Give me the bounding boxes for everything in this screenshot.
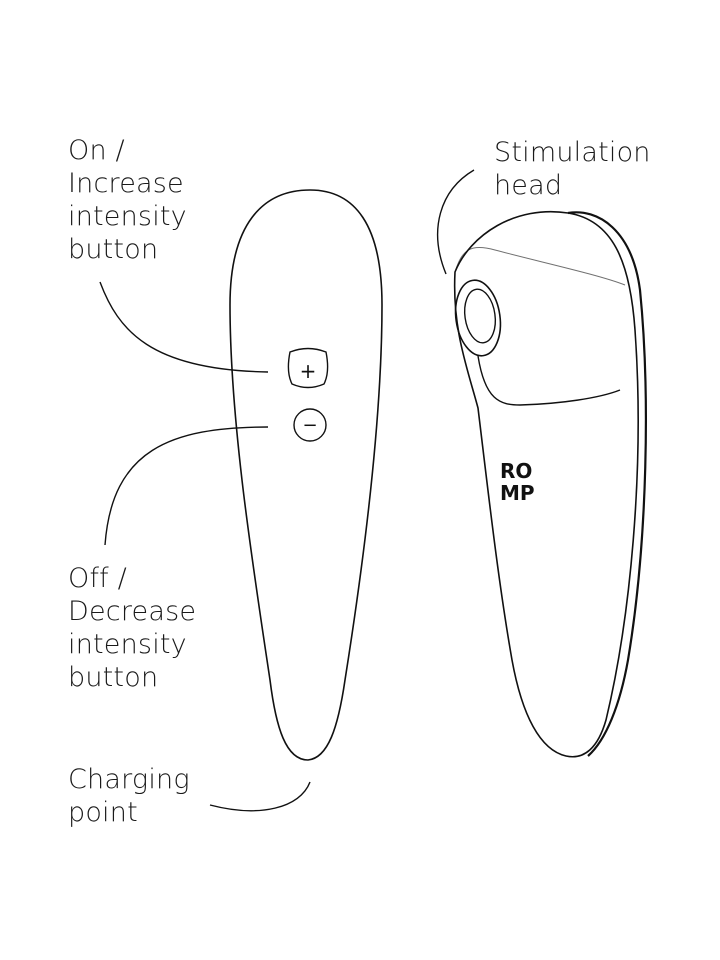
label-line: Charging: [68, 764, 190, 795]
label-line: button: [68, 234, 159, 265]
label-line: button: [68, 662, 159, 693]
leader-line-increase: [99, 281, 269, 373]
label-line: intensity: [68, 201, 187, 232]
head-shoulder-line: [477, 355, 621, 406]
brand-logo-line2: MP: [500, 481, 535, 505]
brand-logo-line1: RO: [500, 459, 532, 483]
head-contour: [454, 246, 626, 286]
device-side-body: [453, 211, 639, 758]
label-line: point: [68, 797, 138, 828]
increase-button[interactable]: [287, 347, 329, 389]
label-charging-point: Charging point: [68, 763, 190, 829]
label-line: head: [494, 170, 563, 201]
stimulation-head-inner: [463, 288, 497, 344]
plus-icon: +: [300, 359, 317, 383]
leader-line-stimulation: [437, 169, 475, 275]
decrease-button[interactable]: [293, 408, 327, 442]
label-line: Off /: [68, 563, 127, 594]
label-on-increase: On / Increase intensity button: [68, 134, 187, 266]
label-line: Stimulation: [494, 137, 651, 168]
minus-icon: −: [302, 415, 317, 436]
label-line: intensity: [68, 629, 187, 660]
device-side-shell: [567, 211, 647, 757]
device-front-body: [229, 189, 383, 761]
leader-line-decrease: [104, 426, 269, 546]
stimulation-head-outer: [454, 279, 502, 357]
leader-line-charging: [209, 781, 311, 812]
label-stimulation-head: Stimulation head: [494, 136, 651, 202]
label-line: Increase: [68, 168, 184, 199]
label-line: On /: [68, 135, 125, 166]
label-line: Decrease: [68, 596, 197, 627]
label-off-decrease: Off / Decrease intensity button: [68, 562, 196, 694]
